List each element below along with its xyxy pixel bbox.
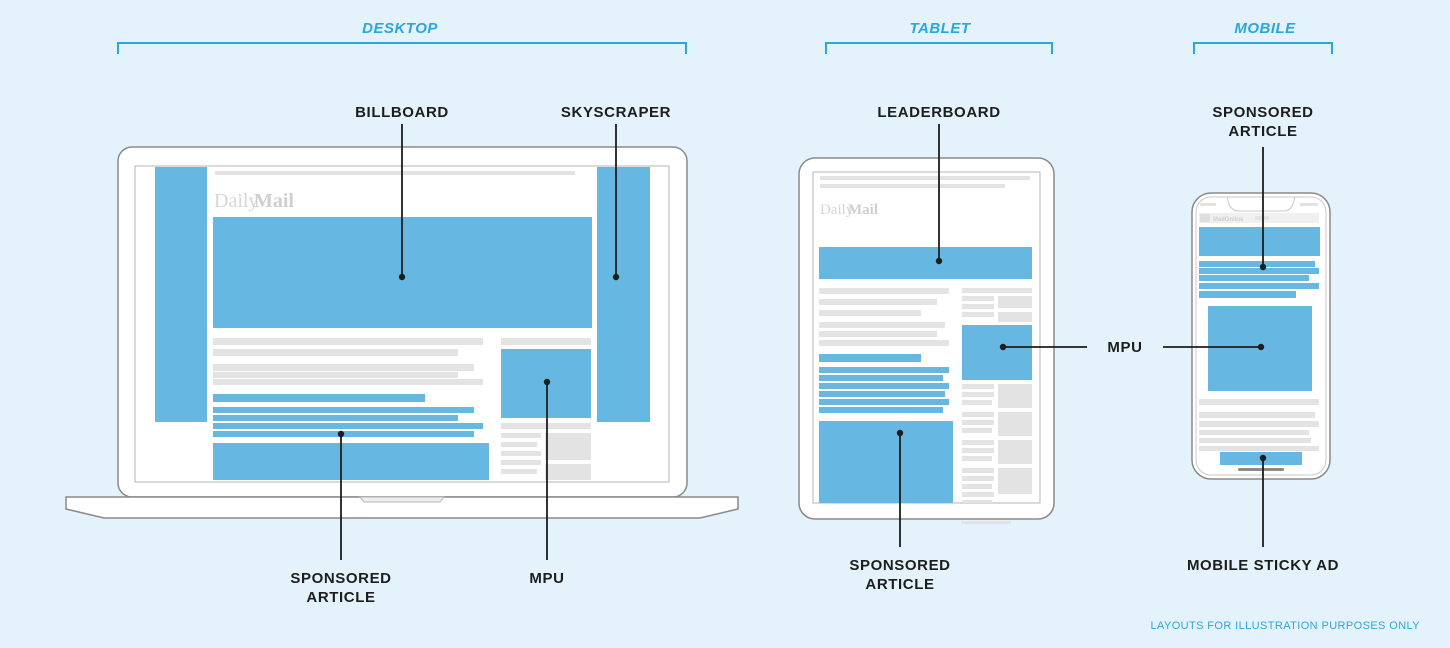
desktop-page: Daily Mail	[155, 167, 650, 480]
mobile-sponsored-image	[1199, 227, 1320, 256]
skyscraper-label: SKYSCRAPER	[560, 104, 672, 121]
left-skyscraper-slot	[155, 167, 207, 422]
mobile-sticky-ad-label: MOBILE STICKY AD	[1186, 557, 1340, 574]
leaderboard-slot	[819, 247, 1032, 279]
skyscraper-slot	[597, 167, 650, 422]
phone-home-bar	[1238, 468, 1284, 471]
mobile-page: MailOnline	[1199, 203, 1320, 465]
tablet-page: Daily Mail	[819, 176, 1032, 503]
phone-notch	[1226, 196, 1296, 212]
leader-lines	[337, 124, 1267, 560]
desktop-masthead: Daily	[214, 190, 258, 212]
mobile-sponsored-article-label: SPONSORED ARTICLE	[1212, 104, 1314, 140]
desktop-sponsored-image	[213, 443, 489, 480]
tablet-masthead: Daily	[820, 202, 854, 218]
leaderboard-label: LEADERBOARD	[877, 104, 1001, 121]
desktop-masthead-bold: Mail	[254, 190, 294, 212]
tablet-mpu-slot	[962, 325, 1032, 380]
laptop-base	[65, 496, 739, 519]
mpu-label: MPU	[1107, 339, 1143, 356]
tablet-sponsored-article-label: SPONSORED ARTICLE	[849, 557, 951, 593]
mobile-masthead: MailOnline	[1213, 217, 1244, 223]
section-title-mobile: MOBILE	[1234, 20, 1296, 37]
tablet-masthead-bold: Mail	[848, 202, 878, 218]
tablet-bracket	[825, 42, 1053, 54]
mobile-bracket	[1193, 42, 1333, 54]
tablet-home-indicator	[961, 521, 1011, 524]
billboard-label: BILLBOARD	[355, 104, 449, 121]
laptop-notch	[358, 496, 446, 503]
section-title-tablet: TABLET	[909, 20, 971, 37]
section-title-desktop: DESKTOP	[362, 20, 438, 37]
desktop-sponsored-headline	[213, 394, 425, 402]
desktop-sponsored-article-label: SPONSORED ARTICLE	[290, 570, 392, 606]
desktop-bracket	[117, 42, 687, 54]
desktop-mpu-label: MPU	[529, 570, 565, 587]
tablet-sponsored-image	[819, 421, 953, 503]
illustration-disclaimer: LAYOUTS FOR ILLUSTRATION PURPOSES ONLY	[1150, 620, 1420, 632]
